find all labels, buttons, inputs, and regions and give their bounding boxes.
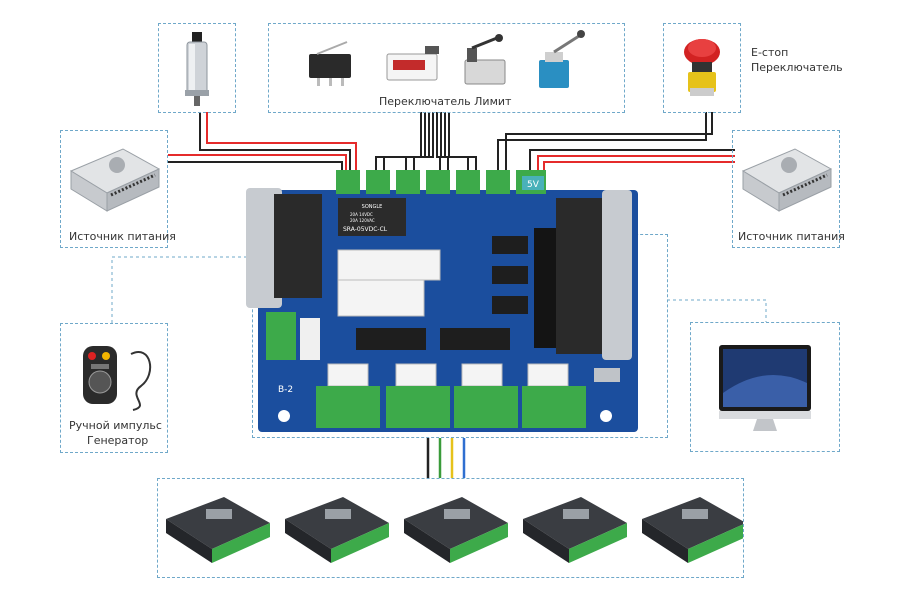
stepper-drivers xyxy=(166,497,746,563)
psu-left-box: Источник питания xyxy=(60,130,176,248)
psu-right-label: Источник питания xyxy=(738,230,845,243)
spindle-wires xyxy=(199,112,357,172)
mpg-label-line2: Генератор xyxy=(87,434,149,447)
limit-switch-icons xyxy=(309,30,585,88)
bottom-terminal-blocks xyxy=(316,386,586,428)
bottom-headers xyxy=(327,363,569,387)
stepper-driver-icon xyxy=(285,497,389,563)
handwheel-icon xyxy=(83,346,151,411)
limit-switch-box: Переключатель Лимит xyxy=(268,23,625,113)
mpg-label-line1: Ручной импульс xyxy=(69,419,162,432)
stepper-driver-icon xyxy=(642,497,746,563)
psu-left-label: Источник питания xyxy=(69,230,176,243)
voltage-label: 5V xyxy=(527,180,540,190)
db25-right-connector xyxy=(556,198,610,354)
monitor-icon xyxy=(719,345,811,431)
mounting-hole xyxy=(600,410,612,422)
usb-port xyxy=(594,368,620,382)
estop-box xyxy=(663,23,741,113)
computer-box xyxy=(690,322,840,452)
psu-left-wires xyxy=(168,154,347,172)
lever-switch-icon xyxy=(464,34,506,85)
stepper-driver-icon xyxy=(166,497,270,563)
estop-wires xyxy=(497,112,713,172)
mpg-box: Ручной импульс Генератор xyxy=(60,323,168,453)
relay-model: SRA-05VDC-CL xyxy=(343,226,388,233)
travel-switch-icon xyxy=(539,30,585,88)
micro-switch-icon xyxy=(309,41,351,86)
roller-switch-icon xyxy=(386,46,439,81)
stepper-driver-icon xyxy=(404,497,508,563)
pin-header xyxy=(534,228,556,348)
stepper-driver-icon xyxy=(523,497,627,563)
board-label: B-2 xyxy=(278,385,293,395)
ic-chips xyxy=(356,236,528,350)
relay-spec2: 20A 120VAC xyxy=(350,218,375,223)
estop-label-line2: Переключатель xyxy=(751,61,843,74)
limit-switch-label: Переключатель Лимит xyxy=(379,95,512,108)
mounting-hole xyxy=(278,410,290,422)
spindle-box xyxy=(158,23,236,113)
header-lower xyxy=(337,279,425,317)
relay xyxy=(338,198,406,236)
relay-spec1: 20A 14VDC xyxy=(350,212,373,217)
estop-button-icon xyxy=(684,39,720,96)
psu-right-wires xyxy=(529,149,735,172)
drivers-box xyxy=(157,478,746,578)
db25-left-connector xyxy=(246,188,282,308)
breakout-board: SONGLE 20A 14VDC 20A 120VAC SRA-05VDC-CL… xyxy=(246,170,638,432)
power-supply-icon xyxy=(741,148,833,212)
dashed-connectors xyxy=(111,256,767,323)
psu-right-box: Источник питания xyxy=(732,130,845,248)
spindle-icon xyxy=(185,32,209,106)
header-upper xyxy=(337,249,441,281)
mpg-terminal xyxy=(266,312,296,360)
relay-brand: SONGLE xyxy=(362,204,383,210)
driver-wires xyxy=(426,438,466,478)
power-supply-icon xyxy=(69,148,161,212)
limit-switch-wires xyxy=(375,112,477,172)
estop-label-line1: Е-стоп xyxy=(751,46,789,59)
